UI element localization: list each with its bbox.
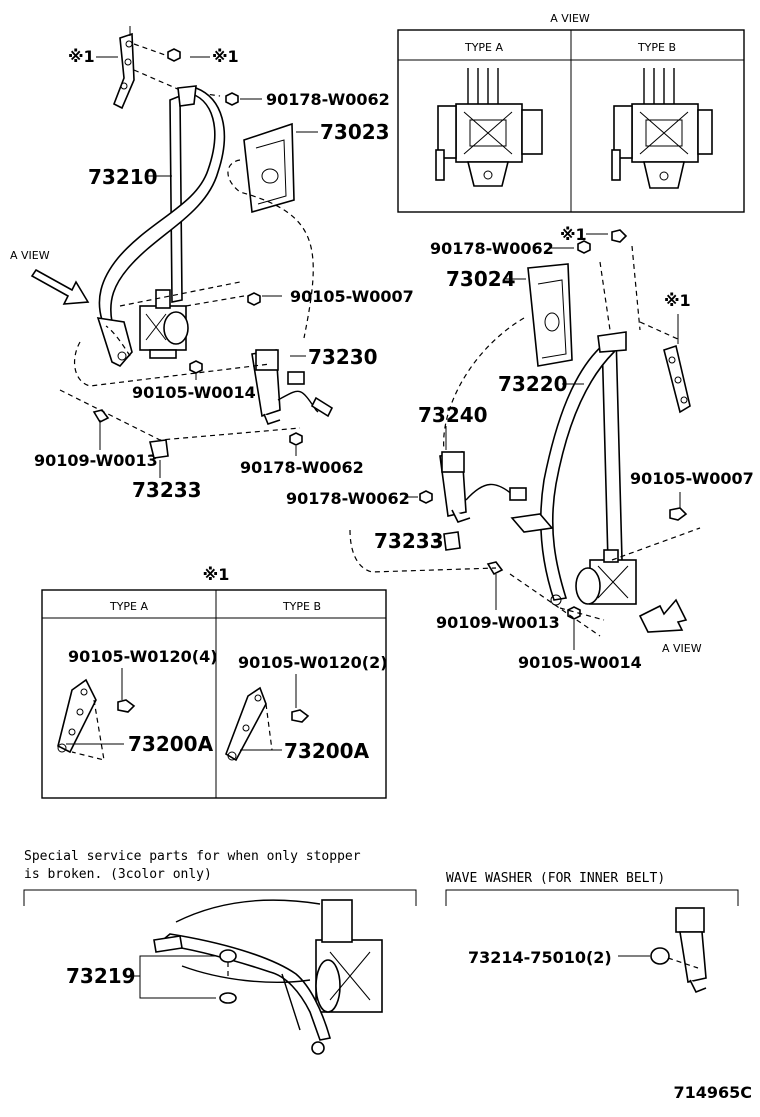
left-mark-1b: ※1 xyxy=(212,47,239,66)
left-bolt-anchor-label: 90109-W0013 xyxy=(34,451,158,470)
right-retractor xyxy=(575,549,637,605)
adjuster-bolt-a xyxy=(117,699,136,713)
left-bolt-retractor xyxy=(247,292,261,306)
stopper-parts xyxy=(219,949,237,1004)
right-buckle-label: 73240 xyxy=(418,403,488,427)
right-bolt-lower-label: 90105-W0014 xyxy=(518,653,642,672)
right-cover xyxy=(527,263,573,367)
wave-washer xyxy=(650,947,670,965)
a-view-title: A VIEW xyxy=(550,12,590,25)
stopper-note: Special service parts for when only stop… xyxy=(23,849,417,1055)
left-bolt-buckle-label: 90178-W0062 xyxy=(240,458,364,477)
left-bolt-top-label: 90178-W0062 xyxy=(266,90,390,109)
right-buckle xyxy=(439,451,527,523)
a-view-type-a: TYPE A xyxy=(464,41,504,54)
stopper-belt xyxy=(153,899,332,1055)
adjuster-a-part xyxy=(57,678,105,761)
right-bolt-anchor-label: 90109-W0013 xyxy=(436,613,560,632)
left-bolt-anchor xyxy=(92,409,110,424)
adjuster-bolt-b xyxy=(291,709,310,723)
left-bolt-retractor-label: 90105-W0007 xyxy=(290,287,414,306)
a-view-panel: A VIEW TYPE A TYPE B xyxy=(397,12,745,213)
stopper-retractor xyxy=(315,899,383,1013)
left-a-view-arrow xyxy=(30,268,90,305)
washer-part-label: 73214-75010(2) xyxy=(468,948,612,967)
left-stopper-label: 73233 xyxy=(132,478,202,502)
adjuster-mark: ※1 xyxy=(203,565,230,584)
left-bolt-top xyxy=(225,92,239,106)
right-bolt-retractor-label: 90105-W0007 xyxy=(630,469,754,488)
right-lower-anchor xyxy=(510,513,554,533)
adjuster-b-part xyxy=(225,686,273,762)
stopper-part-label: 73219 xyxy=(66,964,136,988)
left-buckle-label: 73230 xyxy=(308,345,378,369)
right-cover-label: 73024 xyxy=(446,267,516,291)
left-lower-anchor xyxy=(96,317,133,367)
right-mark-1b: ※1 xyxy=(664,291,691,310)
left-bolt-lower-label: 90105-W0014 xyxy=(132,383,256,402)
left-bolt-buckle xyxy=(289,432,303,446)
left-height-adjuster xyxy=(112,26,135,110)
right-stopper-label: 73233 xyxy=(374,529,444,553)
retractor-type-a xyxy=(435,68,543,187)
right-assembly: ※1 90178-W0062 73024 ※1 xyxy=(286,225,754,672)
right-nut-top xyxy=(611,229,628,243)
right-bolt-buckle xyxy=(419,490,433,504)
washer-note-title: WAVE WASHER (FOR INNER BELT) xyxy=(446,871,665,886)
left-stopper xyxy=(149,439,169,459)
right-bolt-buckle-label: 90178-W0062 xyxy=(286,489,410,508)
right-belt-label: 73220 xyxy=(498,372,568,396)
adjuster-panel: ※1 TYPE A TYPE B 90105-W0120(4) 73200A 9… xyxy=(41,565,388,799)
retractor-type-b xyxy=(611,68,713,189)
adjuster-frame xyxy=(41,589,387,799)
washer-buckle xyxy=(675,907,707,994)
left-belt xyxy=(98,85,226,324)
stopper-note-line1: Special service parts for when only stop… xyxy=(24,849,361,864)
left-cover xyxy=(243,122,295,214)
right-height-adjuster xyxy=(663,314,691,414)
right-a-view-label: A VIEW xyxy=(662,642,702,655)
left-buckle xyxy=(251,349,334,425)
a-view-type-b: TYPE B xyxy=(637,41,676,54)
right-stopper xyxy=(443,531,461,551)
adjuster-type-b: TYPE B xyxy=(282,600,321,613)
left-retractor xyxy=(139,289,189,359)
adjuster-type-a: TYPE A xyxy=(109,600,149,613)
left-cover-label: 73023 xyxy=(320,120,390,144)
adjuster-bolt-a-label: 90105-W0120(4) xyxy=(68,647,218,666)
left-nut-top xyxy=(167,48,181,62)
right-bolt-retractor xyxy=(669,507,688,521)
left-assembly: ※1 ※1 90178-W0062 73023 73210 A VIEW xyxy=(10,26,414,502)
right-bolt-top-label: 90178-W0062 xyxy=(430,239,554,258)
stopper-note-line2: is broken. (3color only) xyxy=(24,867,212,882)
adjuster-a-label: 73200A xyxy=(128,732,214,756)
right-a-view-arrow xyxy=(638,598,688,633)
left-bolt-lower xyxy=(189,360,203,374)
left-mark-1a: ※1 xyxy=(68,47,95,66)
adjuster-b-label: 73200A xyxy=(284,739,370,763)
left-belt-label: 73210 xyxy=(88,165,158,189)
washer-note: WAVE WASHER (FOR INNER BELT) 73214-75010… xyxy=(445,871,739,994)
right-bolt-top xyxy=(577,240,591,254)
left-a-view-label: A VIEW xyxy=(10,249,50,262)
diagram-id: 714965C xyxy=(673,1083,752,1102)
adjuster-bolt-b-label: 90105-W0120(2) xyxy=(238,653,388,672)
right-mark-1a: ※1 xyxy=(560,225,587,244)
